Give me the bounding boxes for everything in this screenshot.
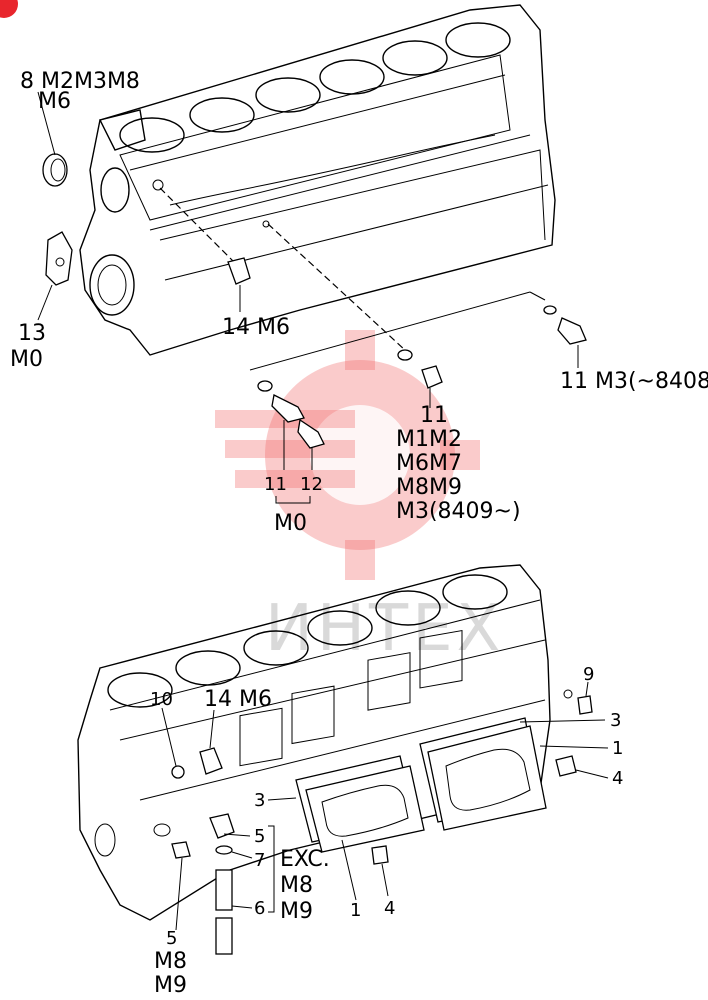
label-part1-bottom: 1 [350,900,361,921]
pipe-assembly [209,813,275,955]
bolt-4-right [555,755,609,779]
fittings-11-12 [257,380,325,504]
label-exc-m8: M8 [280,873,313,898]
label-plug11-center-num: 11 [420,403,448,428]
plug-11-center [397,349,443,408]
label-bottom-m8: M8 [154,949,187,974]
label-part9: 9 [583,664,594,685]
bracket-13 [37,231,73,321]
label-plug11-center-l4: M3(8409~) [396,499,521,524]
label-part5-a: 5 [254,826,265,847]
label-part4-right: 4 [612,768,623,789]
label-bracket-code: M0 [10,347,43,372]
label-part1-right: 1 [612,738,623,759]
label-plug14-top: 14 M6 [222,315,290,340]
label-part5-b: 5 [166,928,177,949]
label-plug11-right: 11 M3(~8408) [560,369,708,394]
label-part3-right: 3 [610,710,621,731]
label-part10: 10 [150,689,173,710]
label-seal-line1: 8 M2M3M8 [20,69,140,94]
plug-14-bottom [199,709,223,775]
leader-dashed-center [267,223,406,351]
plug-5-bottom [153,823,191,931]
label-fit12: 12 [300,474,323,495]
plug-14-top [159,187,251,312]
bolt-4-bottom [371,845,389,897]
gasket-cover-left [267,755,425,901]
leader-line-upper [249,291,531,371]
label-plug11-center-l2: M6M7 [396,451,462,476]
top-engine-block [79,4,556,356]
seal-ring-8 [37,91,68,187]
watermark-text: ИНТЕХ [265,592,504,666]
label-bracket-num: 13 [18,321,46,346]
label-exc: EXC. [280,847,330,872]
label-part3-left: 3 [254,790,265,811]
label-part6: 6 [254,898,265,919]
label-plug11-center-l1: M1M2 [396,427,462,452]
label-fit-code: M0 [274,511,307,536]
label-part4-bottom: 4 [384,898,395,919]
plug-9 [563,681,593,715]
gasket-cover-right [419,717,609,831]
badge-icon [0,0,18,18]
leader-line-upper-end [529,291,546,301]
label-exc-m9: M9 [280,899,313,924]
label-part7: 7 [254,850,265,871]
bottom-engine-block [77,564,551,921]
plug-11-right [543,305,587,368]
label-part14-bottom: 14 M6 [204,687,272,712]
label-fit11: 11 [264,474,287,495]
label-bottom-m9: M9 [154,973,187,998]
label-seal-line2: M6 [38,89,71,114]
label-plug11-center-l3: M8M9 [396,475,462,500]
plug-10 [161,707,185,779]
